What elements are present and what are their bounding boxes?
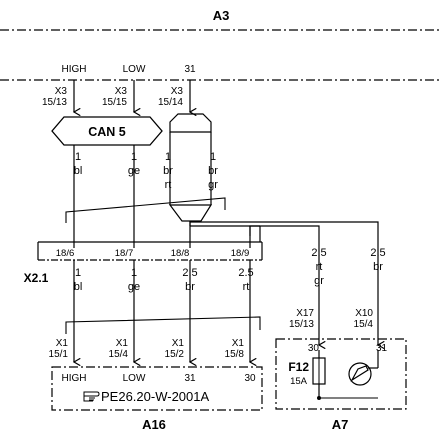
svg-text:15/15: 15/15 <box>102 97 127 108</box>
svg-text:1: 1 <box>131 267 137 279</box>
x21-pin-4: 18/9 <box>231 248 250 259</box>
svg-text:X10: X10 <box>355 308 373 319</box>
svg-text:X17: X17 <box>296 308 314 319</box>
svg-text:1: 1 <box>210 151 216 163</box>
a16-connector-1: X1 15/1 <box>49 338 69 360</box>
svg-text:bl: bl <box>74 281 83 293</box>
wire-label-lower-ground: 2.5 br <box>182 267 197 293</box>
svg-text:br: br <box>373 261 383 273</box>
a7-terminal-30: 30 <box>308 343 320 354</box>
svg-text:rt: rt <box>243 281 250 293</box>
svg-text:1: 1 <box>165 151 171 163</box>
svg-text:X1: X1 <box>56 338 69 349</box>
a16-terminal-30: 30 <box>244 373 256 384</box>
x21-pin-3: 18/8 <box>171 248 190 259</box>
fuse-rating: 15A <box>290 376 308 387</box>
top-connector-ground: 31 X3 15/14 <box>158 64 196 108</box>
svg-text:ge: ge <box>128 281 140 293</box>
svg-text:31: 31 <box>184 64 196 75</box>
a16-connector-3: X1 15/2 <box>165 338 185 360</box>
svg-text:15/2: 15/2 <box>165 349 185 360</box>
x21-pin-1: 18/6 <box>56 248 75 259</box>
can-label: CAN 5 <box>88 125 126 139</box>
svg-text:2.5: 2.5 <box>370 247 385 259</box>
wire-label-upper-low: 1 ge <box>128 151 140 177</box>
svg-text:15/14: 15/14 <box>158 97 183 108</box>
svg-text:X3: X3 <box>115 86 128 97</box>
module-a16-label: A16 <box>142 417 166 432</box>
svg-text:HIGH: HIGH <box>62 64 87 75</box>
wire-label-lower-power: 2.5 rt <box>238 267 253 293</box>
a16-reference: PE26.20-W-2001A <box>101 389 209 404</box>
a7-terminal-31: 31 <box>376 343 388 354</box>
x21-pin-2: 18/7 <box>115 248 134 259</box>
module-a3-label: A3 <box>213 8 230 23</box>
x21-label: X2.1 <box>24 271 49 285</box>
wire-power-to-a7 <box>249 225 320 331</box>
svg-text:ge: ge <box>128 165 140 177</box>
svg-text:2.5: 2.5 <box>182 267 197 279</box>
svg-text:15/4: 15/4 <box>354 319 374 330</box>
ground-splice-bottom <box>168 204 213 222</box>
wire-label-upper-ground-1: 1 br rt <box>163 151 173 191</box>
module-a7-box <box>275 338 407 410</box>
wire-label-right-power: 2.5 rt gr <box>311 247 326 287</box>
svg-text:2.5: 2.5 <box>311 247 326 259</box>
svg-text:X1: X1 <box>116 338 129 349</box>
svg-text:gr: gr <box>208 179 218 191</box>
wire-label-lower-low: 1 ge <box>128 267 140 293</box>
can-bus-arrow-box <box>51 116 163 146</box>
svg-text:1: 1 <box>131 151 137 163</box>
twisted-pair-marker-upper <box>65 197 226 223</box>
svg-text:X1: X1 <box>172 338 185 349</box>
svg-text:X3: X3 <box>171 86 184 97</box>
wire-label-lower-high: 1 bl <box>74 267 83 293</box>
svg-text:1: 1 <box>75 267 81 279</box>
svg-text:X3: X3 <box>55 86 68 97</box>
top-connector-high: HIGH X3 15/13 <box>42 64 87 108</box>
svg-text:rt: rt <box>316 261 323 273</box>
top-connector-low: LOW X3 15/15 <box>102 64 146 108</box>
a16-connector-4: X1 15/8 <box>225 338 245 360</box>
wire-label-upper-high: 1 bl <box>74 151 83 177</box>
a16-terminal-high: HIGH <box>62 373 87 384</box>
svg-text:15/1: 15/1 <box>49 349 69 360</box>
a7-connector-2: X10 15/4 <box>354 308 374 330</box>
svg-text:bl: bl <box>74 165 83 177</box>
svg-text:LOW: LOW <box>123 64 146 75</box>
module-a7-label: A7 <box>332 417 349 432</box>
svg-text:1: 1 <box>75 151 81 163</box>
pointing-hand-icon <box>83 391 100 402</box>
svg-text:15/13: 15/13 <box>42 97 67 108</box>
svg-text:15/4: 15/4 <box>109 349 129 360</box>
ground-splice-top <box>169 113 212 133</box>
wire-ground-to-a7 <box>189 221 379 331</box>
a16-connector-2: X1 15/4 <box>109 338 129 360</box>
a16-terminal-31: 31 <box>184 373 196 384</box>
svg-text:X1: X1 <box>232 338 245 349</box>
a7-connector-1: X17 15/13 <box>289 308 314 330</box>
svg-text:rt: rt <box>165 179 172 191</box>
svg-text:br: br <box>185 281 195 293</box>
svg-text:br: br <box>163 165 173 177</box>
svg-text:15/13: 15/13 <box>289 319 314 330</box>
svg-text:br: br <box>208 165 218 177</box>
wire-label-right-ground: 2.5 br <box>370 247 385 273</box>
fuse-name: F12 <box>288 360 309 374</box>
wire-label-upper-ground-2: 1 br gr <box>208 151 218 191</box>
a16-terminal-low: LOW <box>123 373 146 384</box>
twisted-pair-marker-lower <box>65 316 261 334</box>
svg-text:15/8: 15/8 <box>225 349 245 360</box>
svg-text:gr: gr <box>314 275 324 287</box>
module-a16-box <box>51 366 263 411</box>
svg-text:2.5: 2.5 <box>238 267 253 279</box>
horn-icon <box>348 362 378 386</box>
